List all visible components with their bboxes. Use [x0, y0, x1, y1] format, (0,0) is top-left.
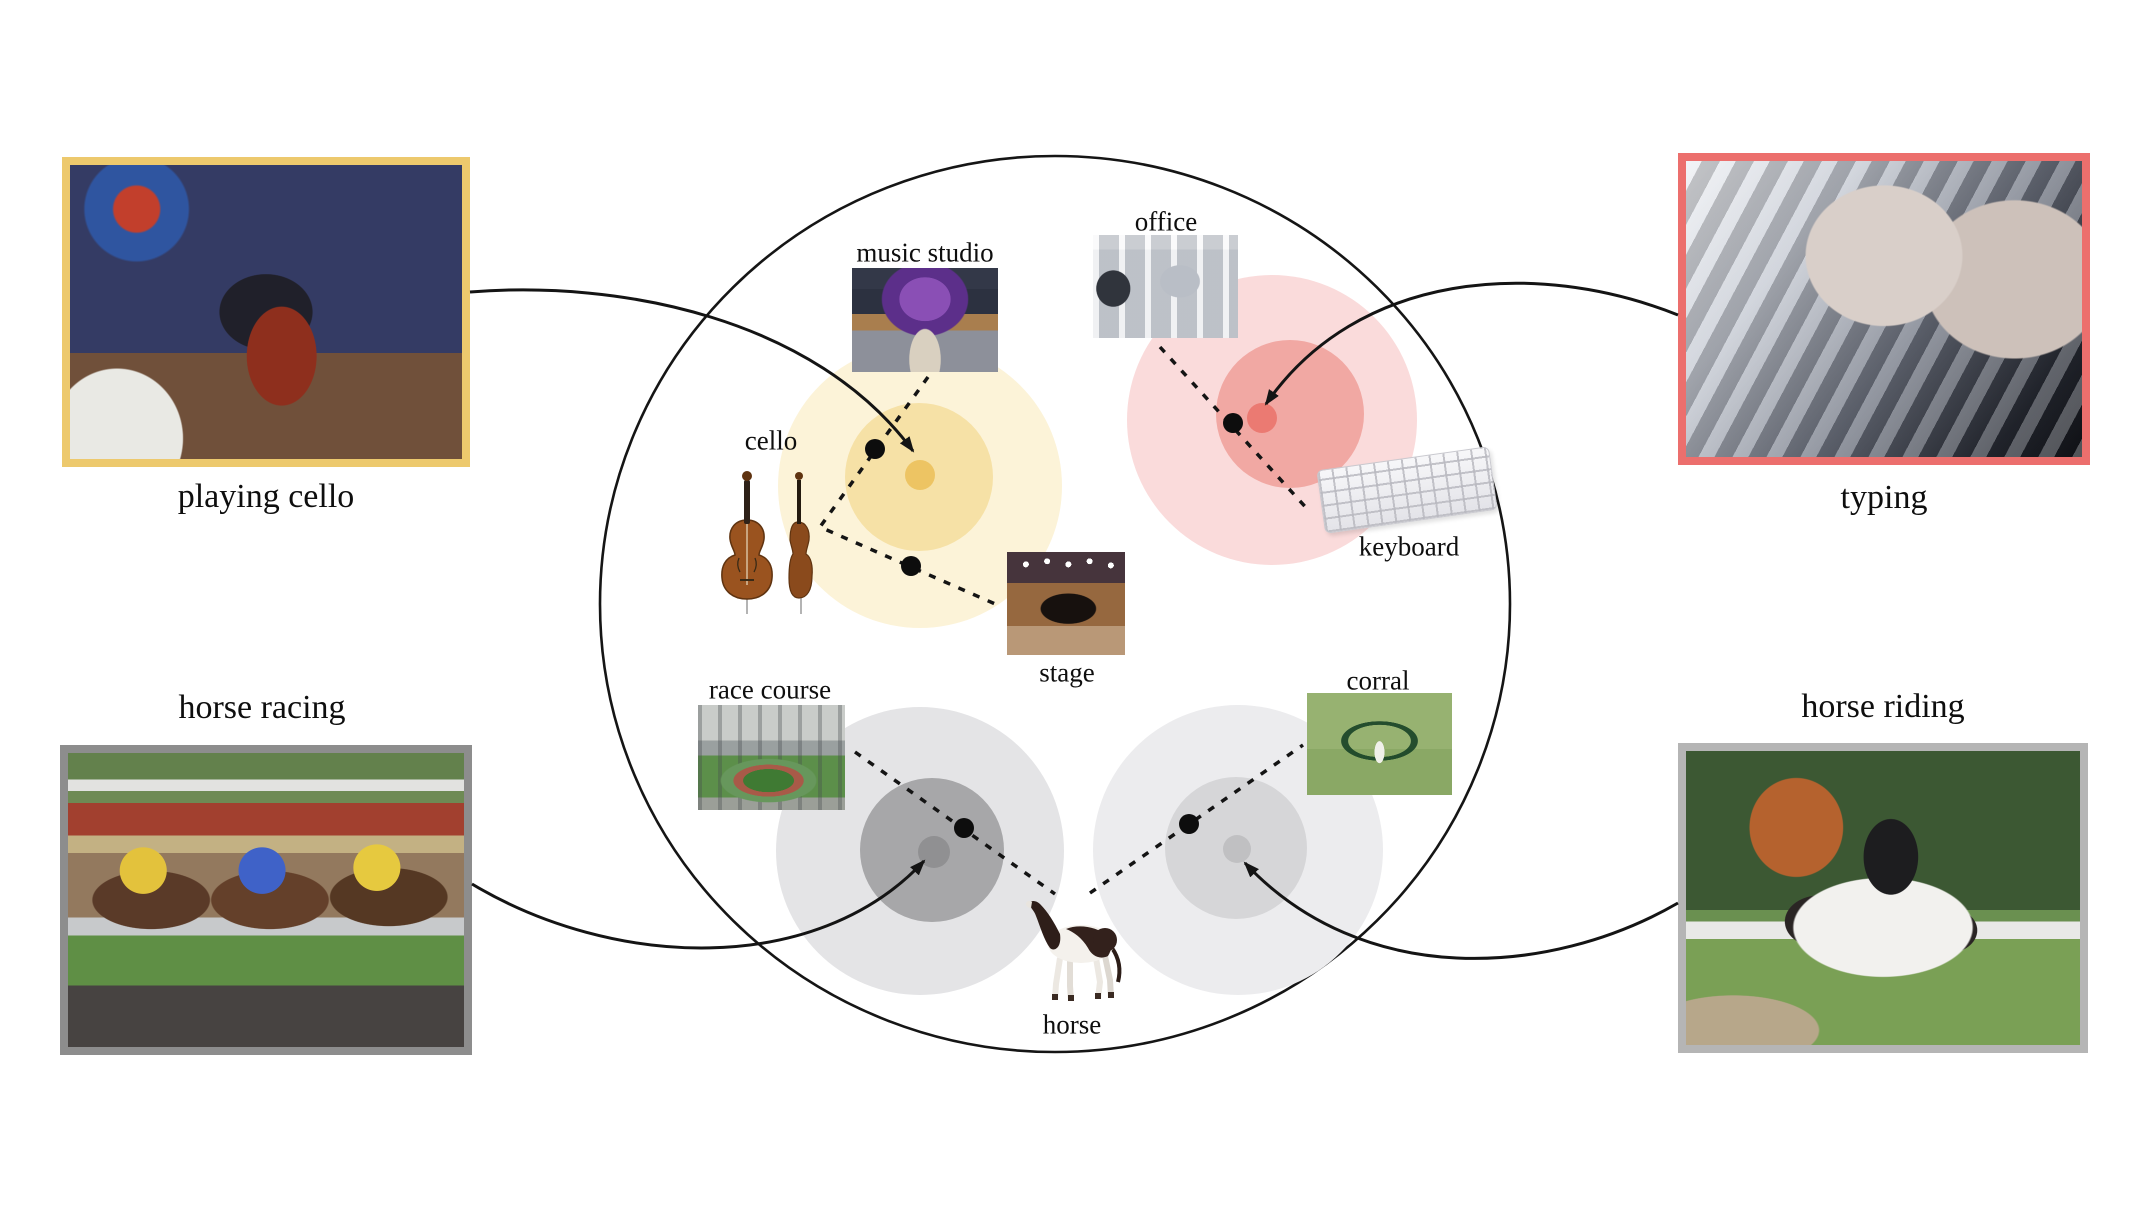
label-music-studio: music studio	[856, 237, 994, 268]
cello-side-view	[788, 472, 813, 614]
keyboard-illustration	[1316, 446, 1498, 534]
label-horse: horse	[1042, 1009, 1102, 1040]
arrow-horse-riding-to-riding-context	[1243, 861, 1679, 960]
riding-blob-middle	[1165, 777, 1307, 919]
caption-horse-racing: horse racing	[178, 689, 346, 726]
caption-typing: typing	[1840, 479, 1928, 516]
label-cello: cello	[744, 425, 798, 456]
music-blob-inner	[905, 460, 935, 490]
dashed-line-racecourse-horse	[853, 750, 1057, 896]
horse-racing-photo	[60, 745, 472, 1055]
dot-stage-context	[901, 556, 921, 576]
caption-horse-riding: horse riding	[1801, 688, 1965, 725]
label-stage: stage	[1039, 657, 1095, 688]
dashed-line-office-keyboard	[1158, 345, 1312, 514]
music-blob-middle	[845, 403, 993, 551]
stage-thumbnail	[1007, 552, 1125, 655]
office-blob-inner	[1247, 403, 1277, 433]
horse-illustration	[1026, 900, 1122, 1001]
arrow-playing-cello-to-music-context	[469, 288, 915, 453]
dot-office-context	[1223, 413, 1243, 433]
label-keyboard: keyboard	[1358, 531, 1460, 562]
race-course-thumbnail	[698, 705, 845, 810]
caption-playing-cello: playing cello	[177, 478, 355, 515]
dot-music-context	[865, 439, 885, 459]
office-thumbnail	[1093, 235, 1238, 338]
label-race-course: race course	[708, 674, 832, 705]
playing-cello-photo	[62, 157, 470, 467]
dashed-line-musicstudio-cello-stage	[817, 375, 1003, 609]
racing-blob-inner	[918, 836, 950, 868]
label-office: office	[1134, 206, 1198, 237]
corral-thumbnail	[1307, 693, 1452, 795]
cello-front-view	[721, 471, 773, 614]
music-studio-thumbnail	[852, 268, 998, 372]
horse-riding-photo	[1678, 743, 2088, 1053]
dot-corral-context	[1179, 814, 1199, 834]
arrow-typing-to-office-context	[1264, 281, 1679, 406]
riding-blob-inner	[1223, 835, 1251, 863]
typing-photo	[1678, 153, 2090, 465]
cello-illustration	[721, 471, 813, 614]
dashed-line-horse-corral	[1089, 743, 1304, 895]
arrow-horse-racing-to-racing-context	[471, 859, 926, 950]
racing-blob-middle	[860, 778, 1004, 922]
label-corral: corral	[1346, 665, 1410, 696]
dot-racecourse-context	[954, 818, 974, 838]
